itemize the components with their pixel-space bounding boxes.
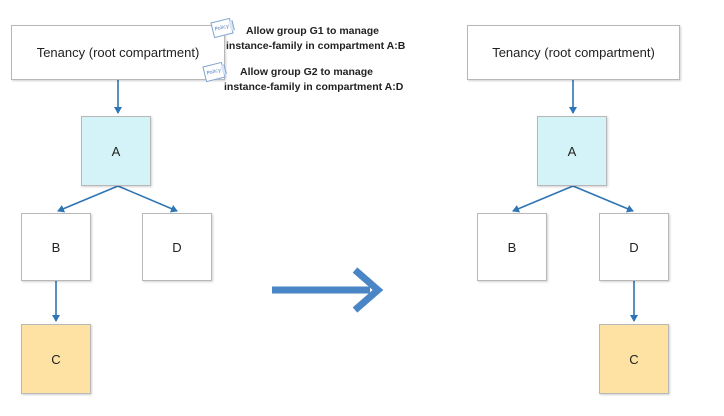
right-arrow-icon bbox=[272, 267, 384, 313]
right-compartment-b: B bbox=[477, 213, 547, 281]
right-compartment-a: A bbox=[537, 116, 607, 186]
edge-a-to-d-left bbox=[117, 185, 178, 213]
policy-2-line-2: instance-family in compartment A:D bbox=[224, 81, 404, 93]
right-tenancy-root-label: Tenancy (root compartment) bbox=[492, 45, 655, 60]
policy-1-line-1: Allow group G1 to manage bbox=[246, 25, 380, 37]
left-compartment-a-label: A bbox=[111, 143, 121, 159]
right-compartment-d-label: D bbox=[629, 239, 639, 255]
policy-2-line-1: Allow group G2 to manage bbox=[240, 66, 374, 78]
right-compartment-b-label: B bbox=[507, 239, 517, 255]
policy-1-line-2: instance-family in compartment A:B bbox=[226, 40, 406, 52]
left-compartment-d: D bbox=[142, 213, 212, 281]
left-compartment-d-label: D bbox=[172, 239, 182, 255]
left-compartment-c: C bbox=[21, 324, 91, 394]
edge-a-to-b-left bbox=[57, 185, 119, 213]
left-tenancy-root-label: Tenancy (root compartment) bbox=[36, 45, 200, 60]
right-compartment-c: C bbox=[599, 324, 669, 394]
right-compartment-c-label: C bbox=[629, 351, 639, 367]
left-compartment-b: B bbox=[21, 213, 91, 281]
right-compartment-a-label: A bbox=[567, 143, 577, 159]
policy-statement-1: Allow group G1 to manage instance-family… bbox=[226, 24, 405, 54]
policy-statement-2: Allow group G2 to manage instance-family… bbox=[224, 65, 403, 95]
right-tenancy-root-box: Tenancy (root compartment) bbox=[467, 25, 680, 80]
right-compartment-d: D bbox=[599, 213, 669, 281]
left-compartment-c-label: C bbox=[51, 351, 61, 367]
edge-a-to-b-right bbox=[512, 185, 574, 213]
left-tenancy-root-box: Tenancy (root compartment) bbox=[11, 25, 225, 80]
left-compartment-a: A bbox=[81, 116, 151, 186]
edge-a-to-d-right bbox=[572, 185, 634, 213]
left-compartment-b-label: B bbox=[51, 239, 61, 255]
